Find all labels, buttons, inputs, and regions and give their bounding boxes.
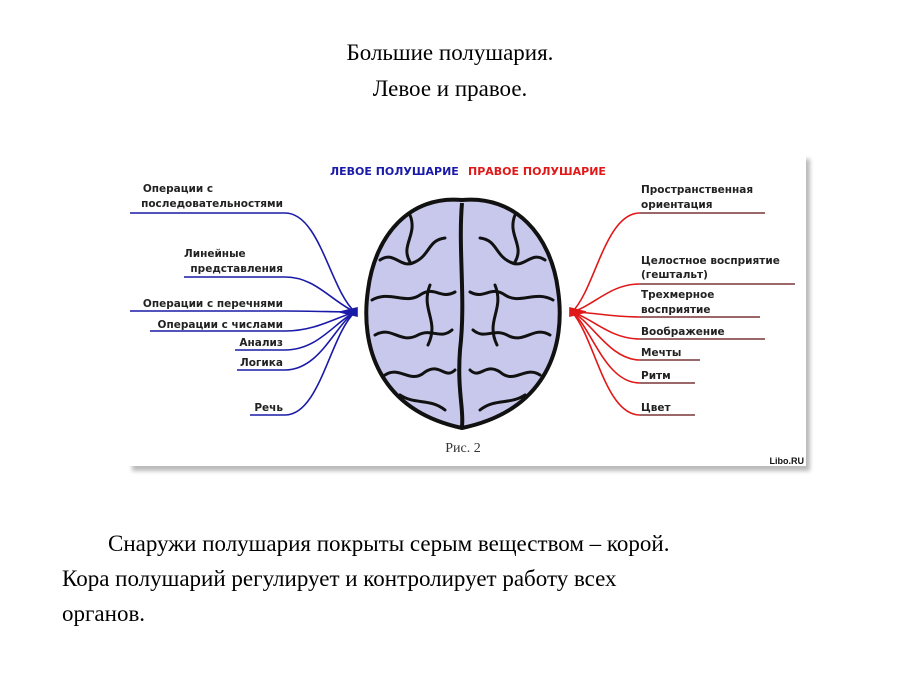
- right-item-3-line2: восприятие: [641, 304, 711, 316]
- right-hemisphere-header: ПРАВОЕ ПОЛУШАРИЕ: [468, 165, 606, 178]
- right-item-7: Цвет: [641, 402, 672, 414]
- body-paragraph: Снаружи полушария покрыты серым вещество…: [62, 526, 852, 631]
- right-item-2-line1: Целостное восприятие: [641, 255, 780, 267]
- left-item-6: Логика: [240, 357, 283, 369]
- left-item-5: Анализ: [239, 337, 283, 349]
- right-item-4: Воображение: [641, 326, 725, 338]
- figure-svg: ЛЕВОЕ ПОЛУШАРИЕ ПРАВОЕ ПОЛУШАРИЕ: [130, 165, 805, 466]
- figure-caption: Рис. 2: [445, 441, 481, 456]
- right-item-1-line2: ориентация: [641, 199, 713, 211]
- brain-illustration: [364, 197, 562, 431]
- left-item-3: Операции с перечнями: [143, 298, 283, 310]
- left-connector-lines: [130, 212, 358, 416]
- right-item-6: Ритм: [641, 370, 671, 382]
- right-item-2-line2: (гештальт): [641, 269, 708, 281]
- label-underlines: [640, 212, 795, 416]
- left-item-4: Операции с числами: [158, 319, 283, 331]
- brain-hemispheres-figure: ЛЕВОЕ ПОЛУШАРИЕ ПРАВОЕ ПОЛУШАРИЕ: [128, 154, 806, 466]
- paragraph-line1: Снаружи полушария покрыты серым вещество…: [108, 531, 670, 556]
- right-item-3-line1: Трехмерное: [641, 289, 714, 301]
- right-hemisphere-functions: Пространственная ориентация Целостное во…: [641, 184, 780, 414]
- left-hemisphere-functions: Операции с последовательностями Линейные…: [141, 183, 283, 414]
- right-item-1-line1: Пространственная: [641, 184, 753, 196]
- paragraph-line3: органов.: [62, 601, 146, 626]
- left-item-1-line1: Операции с: [143, 183, 213, 195]
- slide-title-line2: Левое и правое.: [372, 76, 528, 101]
- left-hemisphere-header: ЛЕВОЕ ПОЛУШАРИЕ: [330, 165, 459, 178]
- left-item-7: Речь: [254, 402, 283, 414]
- left-item-2-line2: представления: [190, 263, 283, 275]
- left-item-1-line2: последовательностями: [141, 198, 283, 210]
- paragraph-line2: Кора полушарий регулирует и контролирует…: [62, 566, 617, 591]
- right-connector-lines: [569, 212, 795, 416]
- left-item-2-line1: Линейные: [184, 248, 246, 260]
- slide-title-line1: Большие полушария.: [346, 40, 554, 65]
- watermark: Libo.RU: [770, 456, 805, 466]
- svg-text:Операции с: Операции с: [143, 183, 213, 195]
- right-item-5: Мечты: [641, 347, 681, 359]
